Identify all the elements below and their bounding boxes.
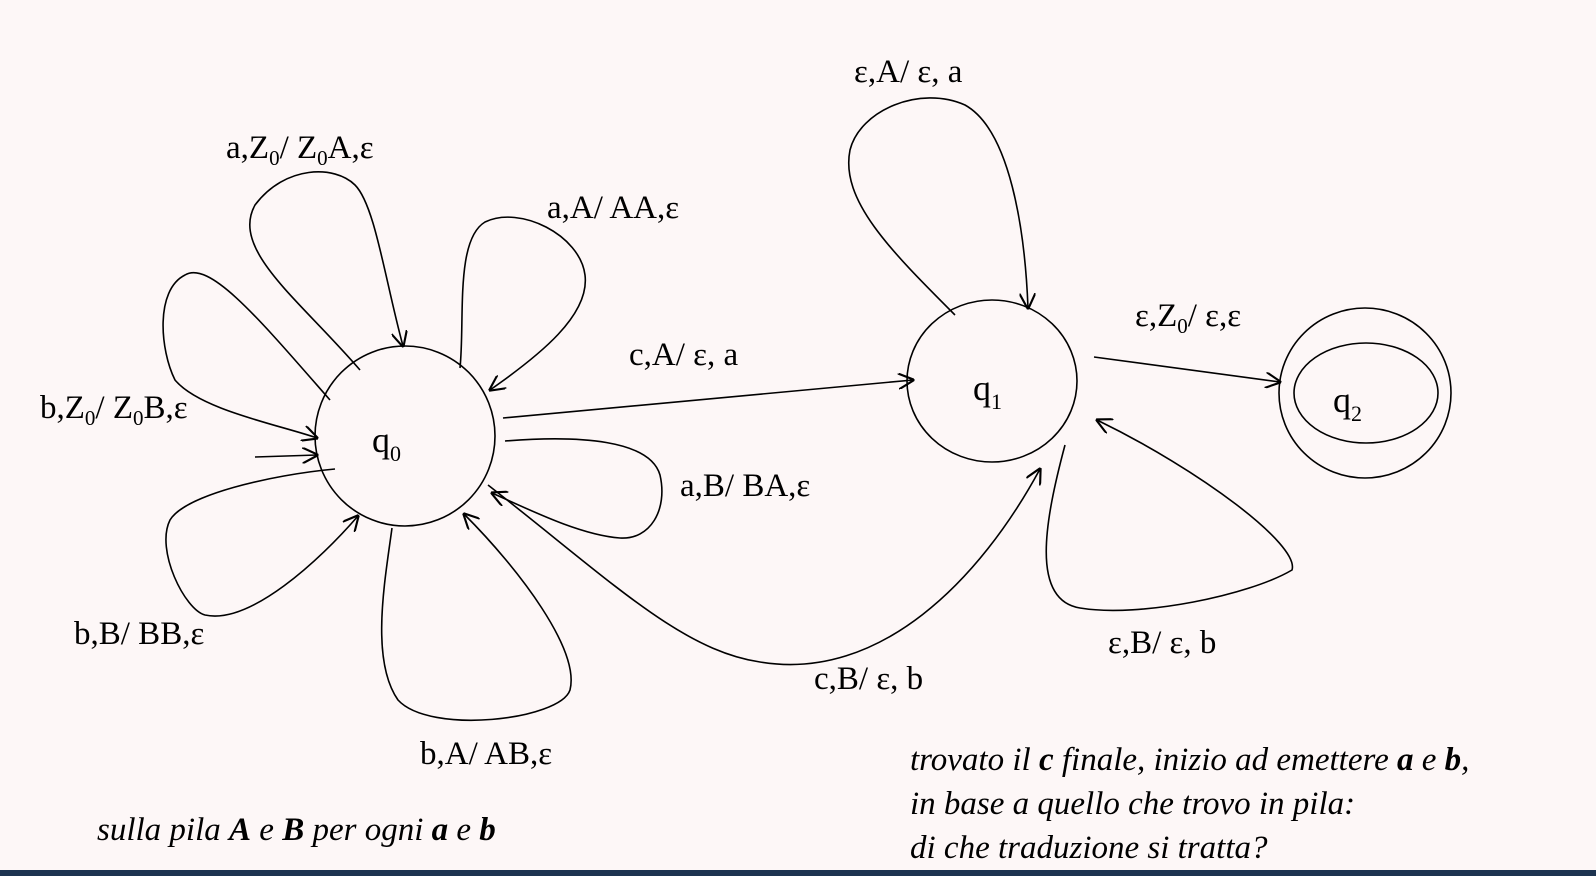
- caption-right-line1: trovato il c finale, inizio ad emettere …: [910, 742, 1470, 778]
- loop-aA: [459, 216, 587, 390]
- loop-bA: [380, 514, 572, 722]
- state-q1: q1: [906, 299, 1078, 463]
- label-aB: a,B/ BA,ε: [680, 468, 810, 504]
- svg-text:q1: q1: [973, 368, 1002, 414]
- caption-right-line2: in base a quello che trovo in pila:: [910, 786, 1356, 822]
- loop-bZ0: [162, 272, 331, 438]
- label-bB: b,B/ BB,ε: [74, 616, 204, 652]
- state-q0: q0: [314, 345, 496, 527]
- label-aA: a,A/ AA,ε: [547, 190, 679, 226]
- loop-eB: [1045, 420, 1294, 612]
- label-cB: c,B/ ε, b: [814, 661, 923, 697]
- loop-aZ0: [249, 171, 403, 371]
- label-eA: ε,A/ ε, a: [854, 54, 963, 90]
- label-aZ0: a,Z0/ Z0A,ε: [226, 130, 374, 170]
- edge-cA: [502, 380, 913, 419]
- edge-eZ0: [1093, 356, 1280, 382]
- loop-eA: [847, 97, 1028, 316]
- loop-bB: [165, 468, 358, 617]
- bottom-bar: [0, 870, 1596, 876]
- edge-cB: [487, 469, 1040, 666]
- label-eB: ε,B/ ε, b: [1108, 625, 1216, 661]
- initial-arrow: [254, 455, 317, 457]
- loop-aB: [492, 438, 663, 539]
- label-bA: b,A/ AB,ε: [420, 736, 552, 772]
- label-cA: c,A/ ε, a: [629, 337, 739, 373]
- svg-text:q2: q2: [1333, 380, 1362, 426]
- caption-right: trovato il c finale, inizio ad emettere …: [910, 738, 1469, 870]
- label-eZ0: ε,Z0/ ε,ε: [1135, 298, 1241, 338]
- label-bZ0: b,Z0/ Z0B,ε: [40, 390, 188, 430]
- svg-text:q0: q0: [372, 420, 401, 466]
- caption-right-line3: di che traduzione si tratta?: [910, 830, 1268, 866]
- state-q2-accepting: q2: [1278, 307, 1452, 479]
- caption-left: sulla pila A e B per ogni a e b: [97, 812, 496, 848]
